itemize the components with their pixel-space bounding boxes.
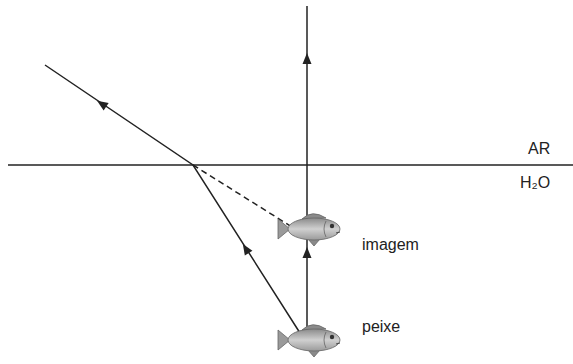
medium-label: H₂O <box>520 174 550 192</box>
object-label: peixe <box>362 318 400 336</box>
arrowhead <box>239 242 252 256</box>
extension-line <box>193 165 292 227</box>
surface-line <box>8 164 573 166</box>
fish <box>278 325 340 357</box>
object-label: imagem <box>362 236 419 254</box>
refracted-ray <box>45 65 300 333</box>
fish-image <box>278 214 340 246</box>
arrowhead <box>95 97 109 111</box>
medium-label: AR <box>528 140 550 158</box>
arrowhead <box>303 53 312 64</box>
arrowhead <box>303 247 312 258</box>
